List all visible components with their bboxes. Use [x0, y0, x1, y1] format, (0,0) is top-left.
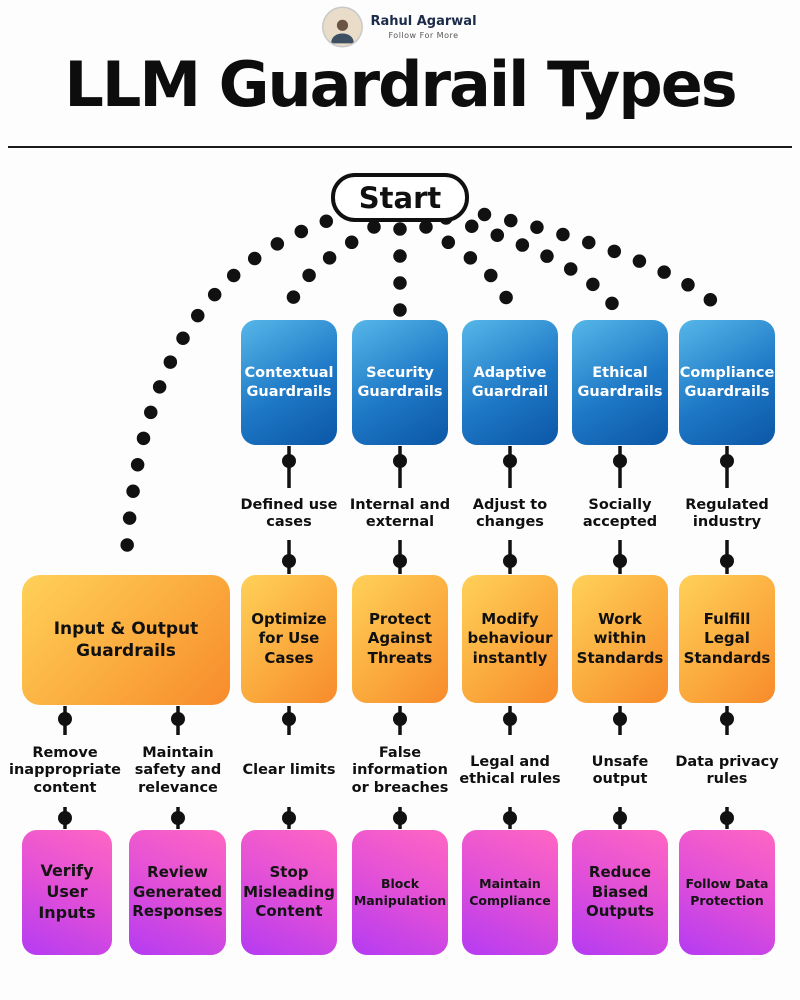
result-box-review-responses: Review Generated Responses [129, 830, 226, 955]
page-title: LLM Guardrail Types [64, 48, 737, 121]
condition-label-adaptive: Legal and ethical rules [455, 735, 565, 807]
result-box-contextual: Stop Misleading Content [241, 830, 337, 955]
trait-label-contextual: Defined use cases [234, 488, 344, 540]
action-box-input-output: Input & Output Guardrails [22, 575, 230, 705]
trait-label-compliance: Regulated industry [672, 488, 782, 540]
profile-header: Rahul Agarwal Follow For More [323, 8, 477, 46]
author-tagline: Follow For More [388, 31, 459, 40]
type-box-contextual: Contextual Guardrails [241, 320, 337, 445]
action-box-compliance: Fulfill Legal Standards [679, 575, 775, 703]
bead-curve-ethical [439, 211, 626, 321]
action-box-ethical: Work within Standards [572, 575, 668, 703]
bead-curve-io [119, 206, 359, 571]
author-name: Rahul Agarwal [370, 14, 477, 29]
result-box-ethical: Reduce Biased Outputs [572, 830, 668, 955]
bead-curve-adaptive [419, 220, 517, 321]
result-box-adaptive: Maintain Compliance [462, 830, 558, 955]
trait-label-adaptive: Adjust to changes [455, 488, 565, 540]
trait-label-security: Internal and external [345, 488, 455, 540]
condition-label-io-1: Remove inappropriate content [9, 735, 121, 807]
type-box-adaptive: Adaptive Guardrail [462, 320, 558, 445]
trait-label-ethical: Socially accepted [565, 488, 675, 540]
avatar [323, 8, 362, 46]
action-box-adaptive: Modify behaviour instantly [462, 575, 558, 703]
result-box-security: Block Manipulation [352, 830, 448, 955]
condition-label-compliance: Data privacy rules [672, 735, 782, 807]
condition-label-io-2: Maintain safety and relevance [123, 735, 233, 807]
profile-text: Rahul Agarwal Follow For More [370, 14, 476, 40]
result-box-compliance: Follow Data Protection [679, 830, 775, 955]
result-box-verify-inputs: Verify User Inputs [22, 830, 112, 955]
bead-curve-compliance [451, 202, 733, 321]
person-icon [331, 19, 354, 44]
bead-curve-contextual [282, 220, 381, 321]
type-box-compliance: Compliance Guardrails [679, 320, 775, 445]
action-box-contextual: Optimize for Use Cases [241, 575, 337, 703]
action-box-security: Protect Against Threats [352, 575, 448, 703]
condition-label-ethical: Unsafe output [580, 735, 660, 807]
type-box-ethical: Ethical Guardrails [572, 320, 668, 445]
start-node: Start [331, 173, 469, 222]
title-divider [8, 146, 792, 148]
type-box-security: Security Guardrails [352, 320, 448, 445]
condition-label-security: False information or breaches [345, 735, 455, 807]
condition-label-contextual: Clear limits [234, 735, 344, 807]
